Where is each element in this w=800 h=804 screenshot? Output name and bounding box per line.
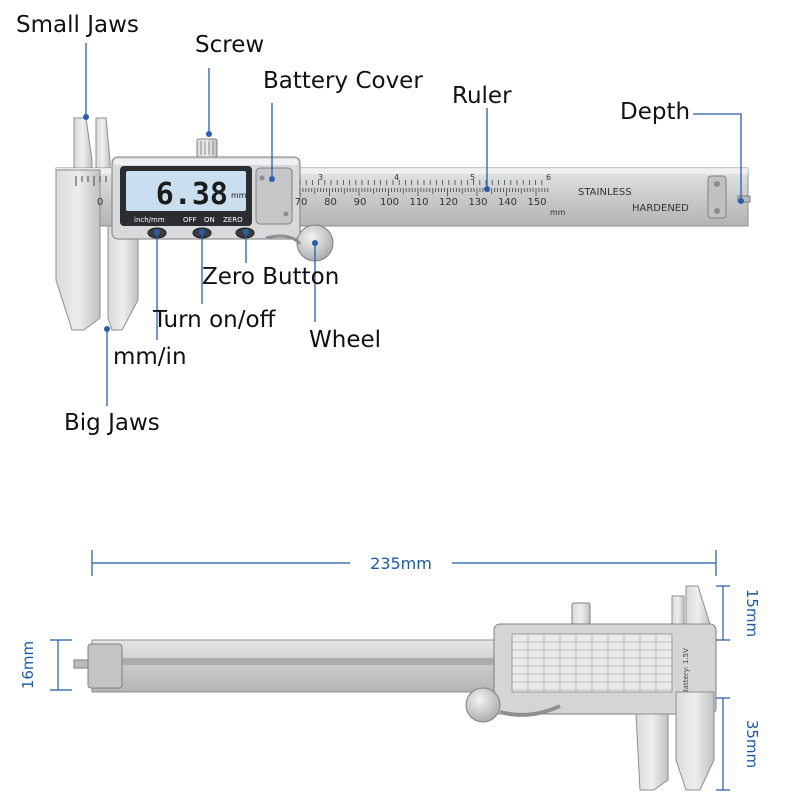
mm-mark-label: 130: [468, 197, 487, 208]
screw: [196, 138, 218, 158]
mm-mark-label: 110: [409, 197, 428, 208]
mm-mark-label: 90: [354, 197, 367, 208]
mm-mark-label: 140: [498, 197, 517, 208]
inch-mark-label: 4: [394, 173, 399, 182]
lcd-btn-label-inch: inch/mm: [134, 216, 165, 224]
lcd-btn-label-off: OFF: [183, 216, 197, 224]
mm-mark-label: 120: [439, 197, 458, 208]
label-screw: Screw: [195, 32, 265, 58]
lcd-unit: mm: [231, 191, 247, 200]
label-ruler: Ruler: [452, 83, 512, 109]
dim-length: 235mm: [370, 554, 432, 573]
inch-mark-label: 3: [318, 173, 323, 182]
label-small-jaws: Small Jaws: [16, 12, 139, 38]
lcd-screen: [126, 171, 246, 211]
ruler-scale: 3 4 5 6 70 80 90 100 110 120 130 140 150 mm: [295, 173, 566, 217]
ruler-unit: mm: [550, 208, 566, 217]
mm-mark-label: 80: [324, 197, 337, 208]
mm-mark-label: 150: [527, 197, 546, 208]
leader-lines: [85, 43, 742, 406]
mm-mark-label: 100: [380, 197, 399, 208]
label-big-jaws: Big Jaws: [64, 410, 160, 436]
dim-beam-height: 16mm: [19, 641, 37, 689]
label-mm-in: mm/in: [113, 344, 187, 370]
battery-cover[interactable]: [255, 167, 293, 225]
dim-big-jaws: 35mm: [743, 720, 761, 768]
label-wheel: Wheel: [309, 327, 382, 353]
label-depth: Depth: [620, 99, 691, 125]
big-jaw-fixed: [55, 169, 101, 331]
stamp-hardened: HARDENED: [632, 203, 689, 214]
label-turn-on-off: Turn on/off: [153, 307, 276, 333]
inch-mark-label: 6: [546, 173, 551, 182]
big-jaw-slider: [107, 225, 139, 331]
lcd-btn-label-on: ON: [204, 216, 215, 224]
scale-zero: 0: [97, 197, 103, 208]
back-big-jaw-fixed: [675, 691, 715, 791]
lcd-reading: 6.38: [156, 177, 228, 212]
lcd-btn-label-zero: ZERO: [223, 216, 243, 224]
back-battery-label: Battery: 1.5V: [682, 648, 690, 694]
back-thumb-wheel: [465, 687, 501, 723]
back-big-jaw-slider: [635, 713, 669, 791]
back-small-jaws: [685, 585, 711, 625]
inch-mark-label: 5: [470, 173, 475, 182]
depth-rod: [737, 195, 751, 203]
label-zero-button: Zero Button: [202, 264, 340, 290]
label-battery-cover: Battery Cover: [263, 68, 423, 94]
end-block: [707, 175, 727, 219]
caliper-back-view: Battery: 1.5V 235mm 15mm 35mm: [19, 550, 761, 791]
dim-small-jaws: 15mm: [743, 589, 761, 637]
caliper-front-view: 0 6.38 mm inch/mm OFF ON ZERO 3 4 5 6 70 80 9…: [55, 43, 751, 406]
mm-mark-label: 70: [295, 197, 308, 208]
stamp-stainless: STAINLESS: [578, 187, 632, 198]
